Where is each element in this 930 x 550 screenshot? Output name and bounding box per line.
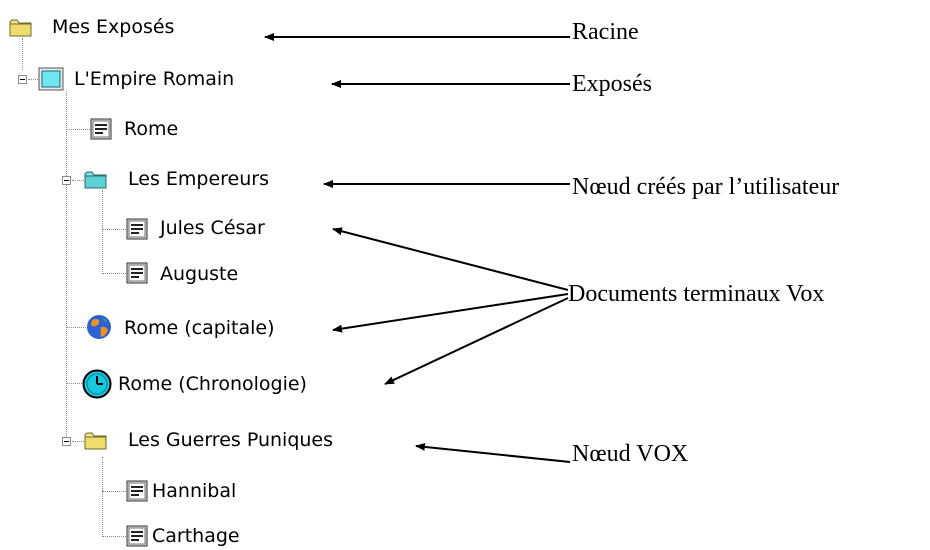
tree-node-label: Carthage xyxy=(152,525,240,547)
document-icon xyxy=(90,118,112,140)
arrow-doc-capitale xyxy=(332,293,569,333)
tree-node-label: Les Empereurs xyxy=(128,168,269,190)
tree-node-label: Rome (Chronologie) xyxy=(118,373,307,395)
collapse-toggle-les-empereurs[interactable] xyxy=(62,176,71,185)
annotation-documents-vox: Documents terminaux Vox xyxy=(568,281,825,307)
tree-node-label: Rome (capitale) xyxy=(124,317,275,339)
tree-node-label: Hannibal xyxy=(152,480,237,502)
tree-connector xyxy=(66,129,90,130)
tree-node-label: Jules César xyxy=(160,217,265,239)
folder-icon xyxy=(9,19,32,37)
tree-node-label: Auguste xyxy=(160,263,239,285)
globe-icon xyxy=(87,315,111,339)
document-icon xyxy=(126,218,148,240)
tree-connector xyxy=(66,327,86,328)
document-icon xyxy=(126,480,148,502)
arrow-doc-cesar xyxy=(332,227,569,291)
tree-node-label: Rome xyxy=(124,118,179,140)
tree-connector xyxy=(28,79,38,80)
folder-icon xyxy=(84,432,107,450)
arrow-noeud-vox xyxy=(415,442,571,463)
tree-connector xyxy=(102,457,103,537)
annotation-noeud-vox: Nœud VOX xyxy=(572,441,689,467)
annotation-exposes: Exposés xyxy=(572,71,652,97)
tree-connector xyxy=(72,441,84,442)
annotation-racine: Racine xyxy=(572,19,639,45)
annotation-noeud-utilisateur: Nœud créés par l’utilisateur xyxy=(572,174,840,200)
tree-connector xyxy=(102,536,126,537)
tree-connector xyxy=(102,190,103,272)
document-icon xyxy=(126,262,148,284)
collapse-toggle-empire-romain[interactable] xyxy=(18,75,27,84)
tree-connector xyxy=(22,38,23,70)
tree-node-label: Les Guerres Puniques xyxy=(128,429,334,451)
tree-connector xyxy=(102,491,126,492)
tree-connector xyxy=(66,91,67,440)
tree-connector xyxy=(102,273,126,274)
tree-node-label: Mes Exposés xyxy=(52,16,175,38)
tree-connector xyxy=(66,383,82,384)
cyan-folder-icon xyxy=(84,171,107,189)
clock-icon xyxy=(82,369,112,399)
tree-node-label: L'Empire Romain xyxy=(74,68,235,90)
collapse-toggle-guerres-puniques[interactable] xyxy=(62,437,71,446)
tree-connector xyxy=(72,180,84,181)
expose-window-icon xyxy=(38,67,64,91)
arrow-doc-chrono xyxy=(384,297,569,385)
document-icon xyxy=(126,525,148,547)
tree-connector xyxy=(102,229,126,230)
